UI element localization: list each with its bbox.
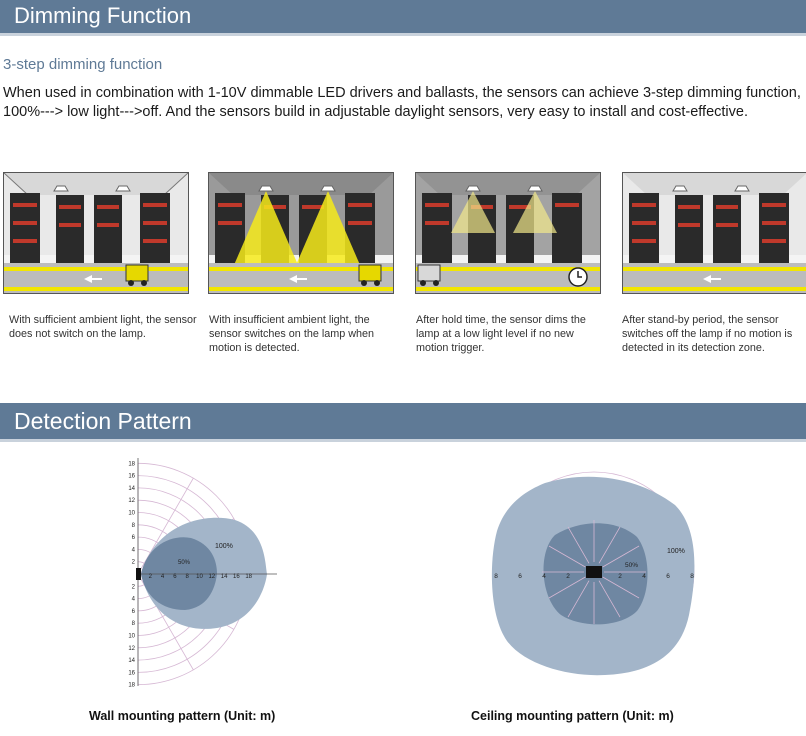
ceiling-100-label: 100%: [667, 548, 685, 555]
wall-x-tick: 8: [186, 574, 190, 580]
wall-mounting-diagram: 18 16 14 12 10 8 6 4 2 2 4 6 8 10 12 14 16 18 2 4 6 8 10 12 14 1…: [128, 458, 277, 689]
wall-y-tick: 18: [128, 683, 135, 689]
detection-pattern-title: Detection Pattern: [14, 408, 192, 434]
ceiling-grid-spoke: [598, 580, 621, 618]
ceiling-grid-spoke: [567, 526, 590, 564]
dimming-description: When used in combination with 1-10V dimm…: [3, 85, 801, 120]
step-4-caption: After stand-by period, the sensor switch…: [622, 314, 793, 354]
wall-x-tick: 14: [221, 574, 228, 580]
wall-y-tick: 8: [132, 523, 136, 529]
step-3-illustration: [415, 172, 601, 294]
ceiling-right-tick: 8: [690, 573, 694, 580]
wall-y-tick: 18: [128, 461, 135, 467]
wall-y-tick: 16: [128, 670, 135, 676]
ceiling-grid-spoke: [598, 526, 621, 564]
ceiling-left-tick: 2: [566, 573, 570, 580]
wall-x-tick: 16: [233, 574, 240, 580]
wall-x-tick: 12: [208, 574, 215, 580]
step-4-illustration: [622, 172, 806, 294]
ceiling-mounting-caption: Ceiling mounting pattern (Unit: m): [471, 709, 674, 723]
wall-y-tick: 2: [132, 560, 136, 566]
wall-x-tick: 4: [161, 574, 165, 580]
ceiling-grid-spoke: [548, 576, 586, 599]
ceiling-right-tick: 6: [666, 573, 670, 580]
step-2-caption: With insufficient ambient light, the sen…: [209, 314, 375, 354]
dimming-function-title: Dimming Function: [14, 3, 192, 28]
wall-y-tick: 10: [128, 511, 135, 517]
wall-grid-spoke: [137, 477, 194, 575]
wall-y-tick: 8: [132, 621, 136, 627]
ceiling-left-tick: 8: [494, 573, 498, 580]
wall-y-tick: 2: [132, 584, 136, 590]
wall-50-label: 50%: [178, 560, 191, 566]
wall-y-tick: 12: [128, 498, 135, 504]
wall-x-tick: 6: [173, 574, 177, 580]
ceiling-mounting-diagram: 8 6 4 2 2 4 6 8 100% 50%: [491, 471, 695, 676]
ceiling-grid-spoke: [602, 545, 640, 568]
wall-y-tick: 4: [132, 547, 136, 553]
wall-y-tick: 14: [128, 486, 135, 492]
wall-y-tick: 6: [132, 609, 136, 615]
ceiling-50-label: 50%: [625, 562, 638, 569]
step-1-illustration: [3, 172, 189, 294]
dimming-function-banner: Dimming Function: [0, 0, 806, 36]
wall-x-tick: 10: [196, 574, 203, 580]
ceiling-left-tick: 6: [518, 573, 522, 580]
ceiling-grid-spoke: [548, 545, 586, 568]
wall-x-tick: 18: [245, 574, 252, 580]
step-3-caption: After hold time, the sensor dims the lam…: [416, 314, 586, 354]
ceiling-left-tick: 4: [542, 573, 546, 580]
wall-100-label: 100%: [215, 543, 233, 550]
wall-y-tick: 14: [128, 658, 135, 664]
ceiling-right-tick: 2: [618, 573, 622, 580]
ceiling-grid-spoke: [567, 580, 590, 618]
wall-y-tick: 10: [128, 634, 135, 640]
wall-mounting-caption: Wall mounting pattern (Unit: m): [89, 709, 276, 723]
detection-pattern-banner: Detection Pattern: [0, 403, 806, 442]
ceiling-grid-spoke: [602, 576, 640, 599]
ceiling-right-tick: 4: [642, 573, 646, 580]
wall-y-tick: 4: [132, 597, 136, 603]
step-2-illustration: [208, 172, 394, 294]
wall-x-tick: 2: [149, 574, 153, 580]
wall-y-tick: 6: [132, 535, 136, 541]
wall-y-tick: 16: [128, 474, 135, 480]
step-1-caption: With sufficient ambient light, the senso…: [9, 314, 197, 340]
wall-y-tick: 12: [128, 646, 135, 652]
dimming-subtitle: 3-step dimming function: [3, 56, 163, 73]
